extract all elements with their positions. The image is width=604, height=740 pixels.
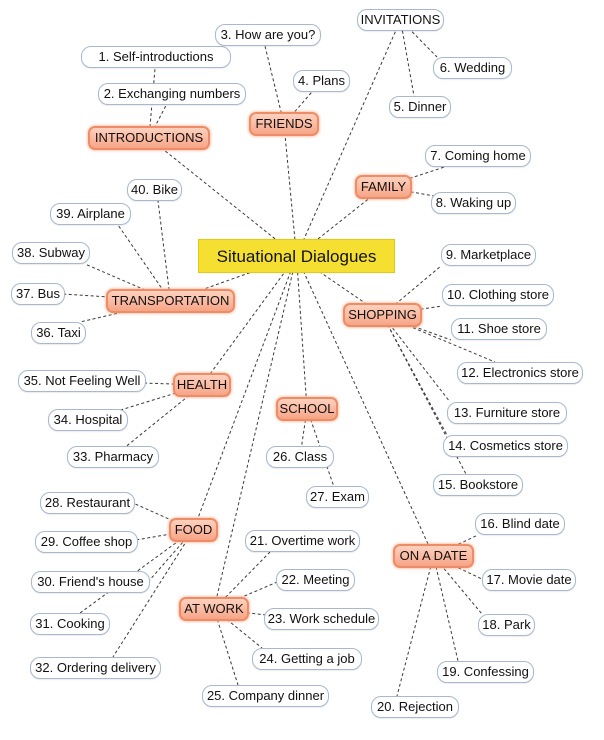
subtopic-l15[interactable]: 15. Bookstore: [433, 474, 523, 496]
connector-invitations-l5: [400, 19, 415, 97]
subtopic-l39[interactable]: 39. Airplane: [50, 203, 131, 225]
subtopic-l31[interactable]: 31. Cooking: [30, 613, 110, 635]
topic-shopping[interactable]: SHOPPING: [343, 303, 422, 327]
subtopic-l13[interactable]: 13. Furniture store: [447, 402, 567, 424]
subtopic-l32[interactable]: 32. Ordering delivery: [30, 657, 161, 679]
subtopic-l30[interactable]: 30. Friend's house: [31, 571, 150, 593]
topic-friends[interactable]: FRIENDS: [249, 112, 319, 136]
subtopic-l22[interactable]: 22. Meeting: [276, 569, 355, 591]
connector-shopping-l12: [382, 314, 496, 363]
connector-center-health: [201, 255, 297, 386]
connector-food-l29: [135, 529, 194, 541]
topic-transportation[interactable]: TRANSPORTATION: [106, 289, 235, 313]
subtopic-l25[interactable]: 25. Company dinner: [202, 685, 329, 707]
central-topic: Situational Dialogues: [198, 239, 395, 273]
connector-center-invitations: [296, 19, 401, 257]
connector-family-l8: [383, 186, 474, 204]
connector-ondate-l17: [433, 555, 485, 581]
subtopic-l7[interactable]: 7. Coming home: [425, 145, 531, 167]
subtopic-l38[interactable]: 38. Subway: [12, 242, 90, 264]
subtopic-l3[interactable]: 3. How are you?: [215, 24, 321, 46]
subtopic-l18[interactable]: 18. Park: [478, 614, 535, 636]
subtopic-l5[interactable]: 5. Dinner: [389, 96, 451, 118]
connector-center-food: [193, 255, 297, 531]
topic-ondate[interactable]: ON A DATE: [393, 544, 474, 568]
subtopic-l10[interactable]: 10. Clothing store: [442, 284, 554, 306]
subtopic-l4[interactable]: 4. Plans: [293, 70, 350, 92]
subtopic-l11[interactable]: 11. Shoe store: [451, 318, 547, 340]
connector-center-introductions: [148, 137, 297, 257]
connector-transportation-l40: [157, 200, 171, 302]
subtopic-l16[interactable]: 16. Blind date: [475, 513, 565, 535]
connector-shopping-l13: [382, 314, 451, 403]
topic-health[interactable]: HEALTH: [173, 373, 231, 397]
subtopic-l6[interactable]: 6. Wedding: [433, 57, 512, 79]
topic-atwork[interactable]: AT WORK: [179, 597, 249, 621]
connector-transportation-l38: [84, 263, 171, 302]
connector-ondate-l20: [396, 555, 434, 697]
connector-ondate-l19: [433, 555, 459, 662]
subtopic-l26[interactable]: 26. Class: [266, 446, 334, 468]
subtopic-l27[interactable]: 27. Exam: [306, 486, 369, 508]
subtopic-l35[interactable]: 35. Not Feeling Well: [18, 370, 146, 392]
subtopic-l14[interactable]: 14. Cosmetics store: [443, 435, 568, 457]
subtopic-l9[interactable]: 9. Marketplace: [441, 244, 536, 266]
connector-center-friends: [283, 123, 297, 257]
subtopic-l34[interactable]: 34. Hospital: [48, 409, 128, 431]
subtopic-l17[interactable]: 17. Movie date: [482, 569, 576, 591]
subtopic-l19[interactable]: 19. Confessing: [437, 661, 534, 683]
connector-food-l31: [79, 529, 194, 614]
subtopic-l37[interactable]: 37. Bus: [11, 283, 65, 305]
topic-invitations[interactable]: INVITATIONS: [357, 9, 444, 31]
subtopic-l33[interactable]: 33. Pharmacy: [67, 446, 159, 468]
connector-shopping-l14: [382, 314, 448, 436]
topic-family[interactable]: FAMILY: [355, 175, 412, 199]
subtopic-l2[interactable]: 2. Exchanging numbers: [98, 83, 246, 105]
subtopic-l29[interactable]: 29. Coffee shop: [35, 531, 138, 553]
topic-school[interactable]: SCHOOL: [276, 397, 338, 421]
connector-atwork-l24: [213, 608, 263, 649]
subtopic-l1[interactable]: 1. Self-introductions: [81, 46, 231, 68]
topic-food[interactable]: FOOD: [169, 518, 218, 542]
connector-health-l33: [112, 384, 203, 458]
subtopic-l8[interactable]: 8. Waking up: [431, 192, 516, 214]
connector-atwork-l25: [213, 608, 239, 686]
subtopic-l20[interactable]: 20. Rejection: [371, 696, 459, 718]
connector-friends-l3: [264, 45, 285, 125]
topic-introductions[interactable]: INTRODUCTIONS: [88, 126, 210, 150]
subtopic-l28[interactable]: 28. Restaurant: [40, 492, 135, 514]
connector-transportation-l39: [117, 224, 171, 302]
subtopic-l21[interactable]: 21. Overtime work: [245, 530, 360, 552]
connector-friends-l4: [283, 80, 322, 125]
subtopic-l36[interactable]: 36. Taxi: [31, 322, 86, 344]
subtopic-l12[interactable]: 12. Electronics store: [457, 362, 583, 384]
subtopic-l40[interactable]: 40. Bike: [127, 179, 182, 201]
connector-center-school: [296, 255, 308, 410]
subtopic-l24[interactable]: 24. Getting a job: [252, 648, 362, 670]
subtopic-l23[interactable]: 23. Work schedule: [264, 608, 379, 630]
